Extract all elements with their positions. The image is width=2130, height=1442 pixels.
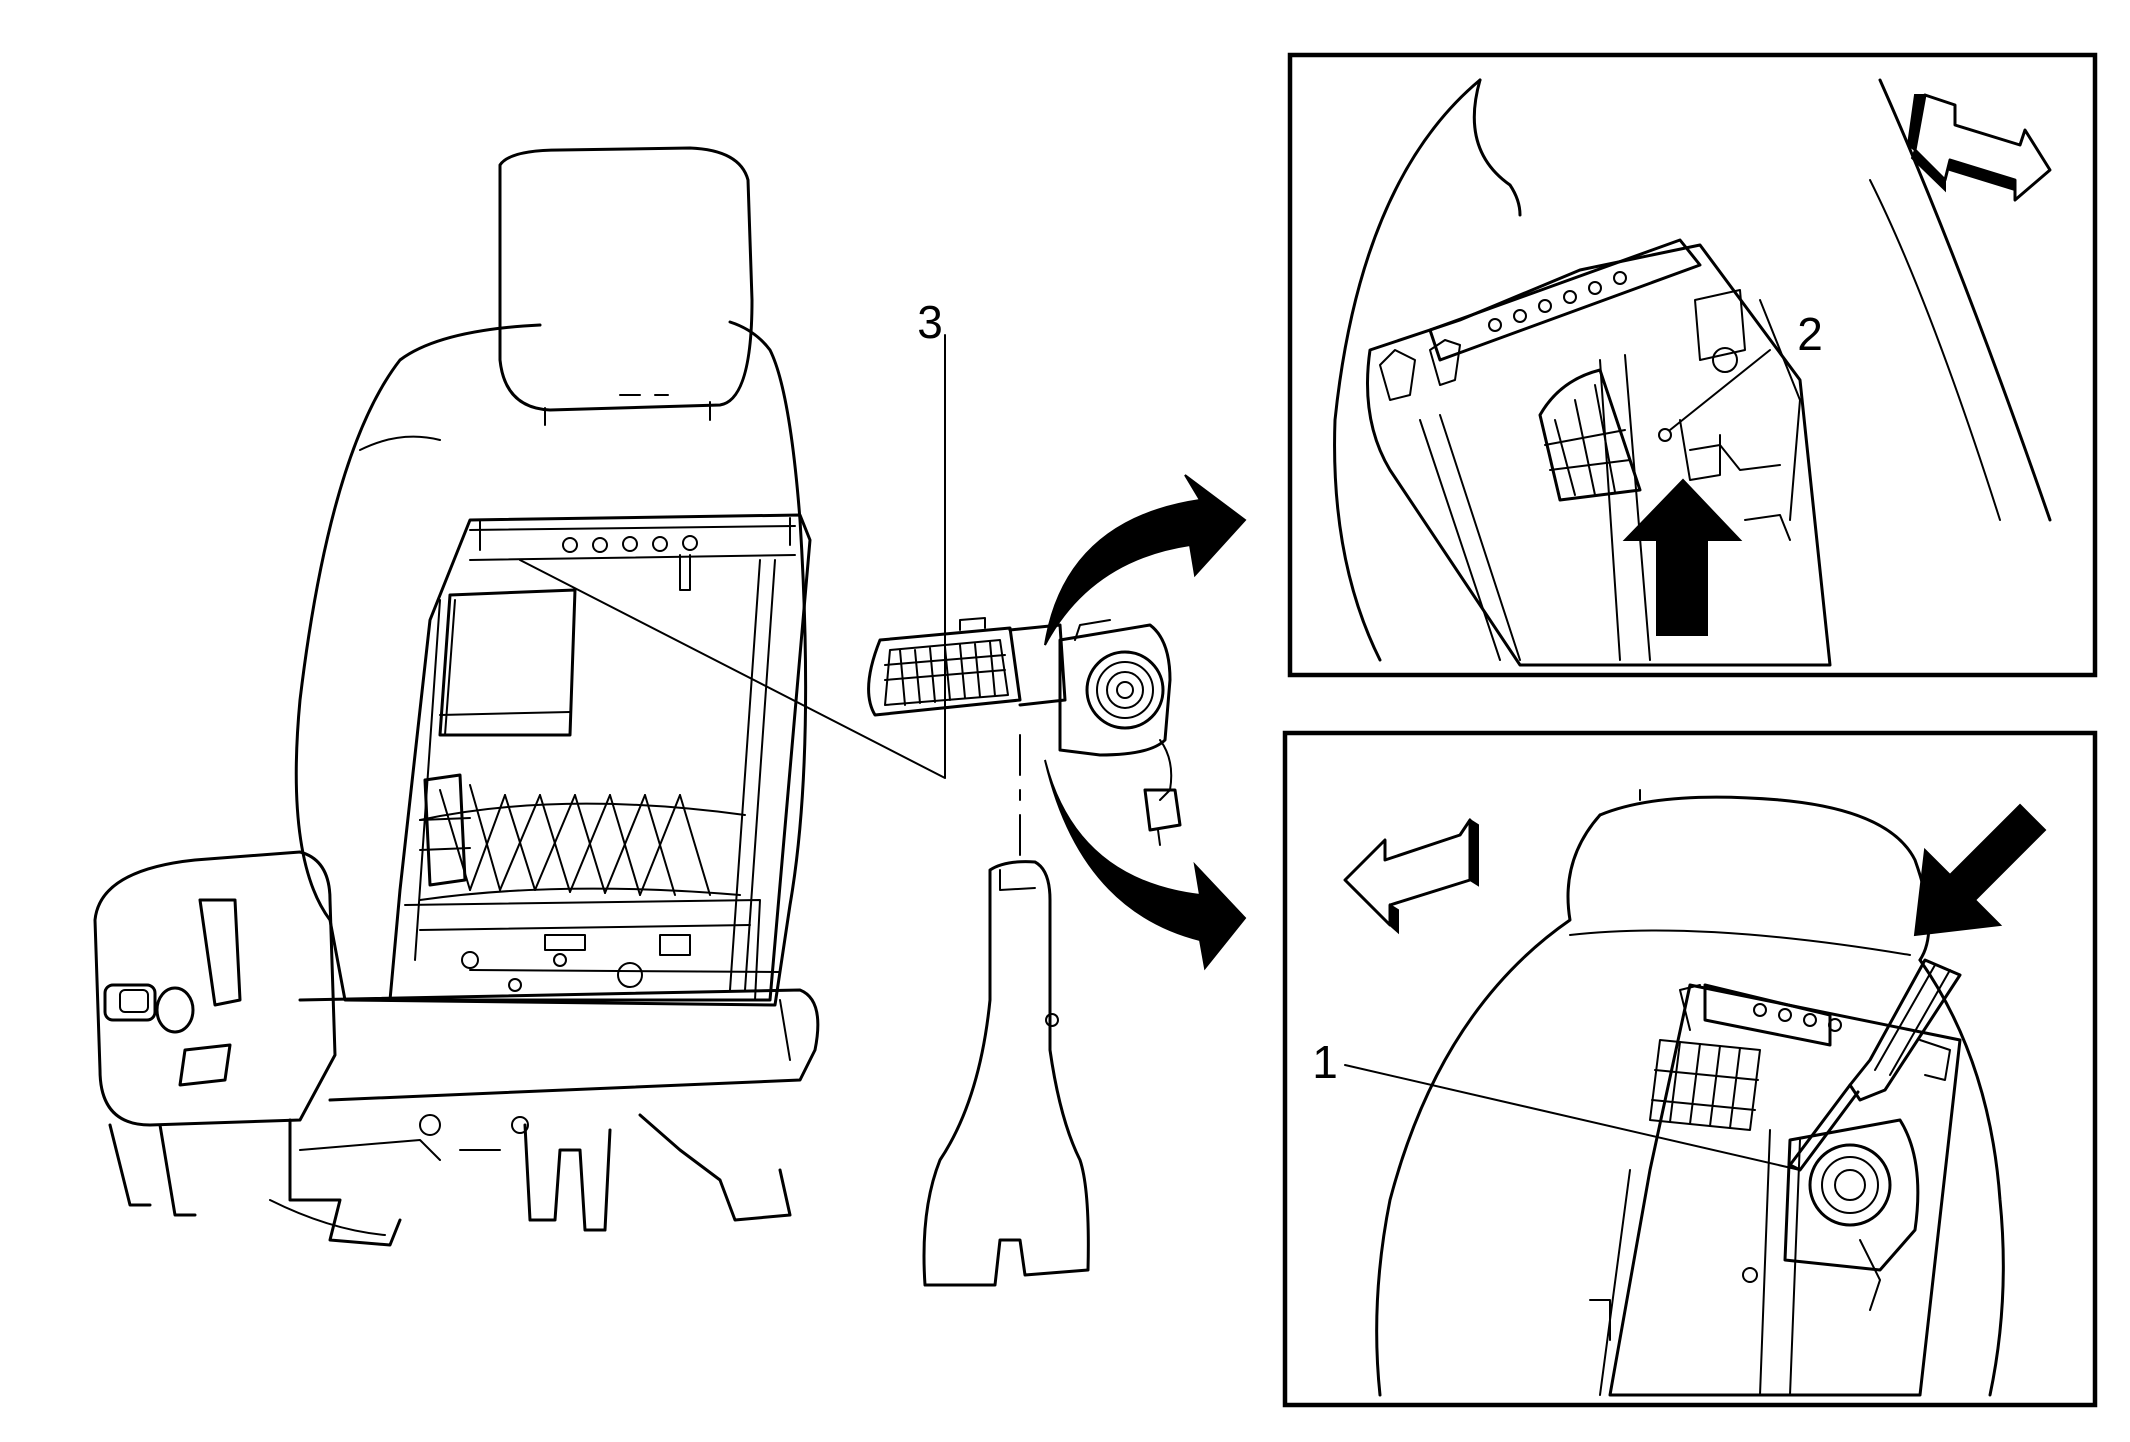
flow-arrow-down (1044, 759, 1247, 971)
removed-parts (867, 617, 1182, 1287)
callout-3: 3 (917, 296, 943, 348)
callout-1: 1 (1312, 1036, 1338, 1088)
flow-arrow-up (1044, 474, 1247, 646)
leader-line-3 (519, 334, 946, 779)
detail-panel-top (1287, 52, 2098, 678)
detail-panel-bottom (1282, 730, 2098, 1408)
callout-2: 2 (1797, 308, 1823, 360)
seat-assembly (93, 146, 820, 1247)
